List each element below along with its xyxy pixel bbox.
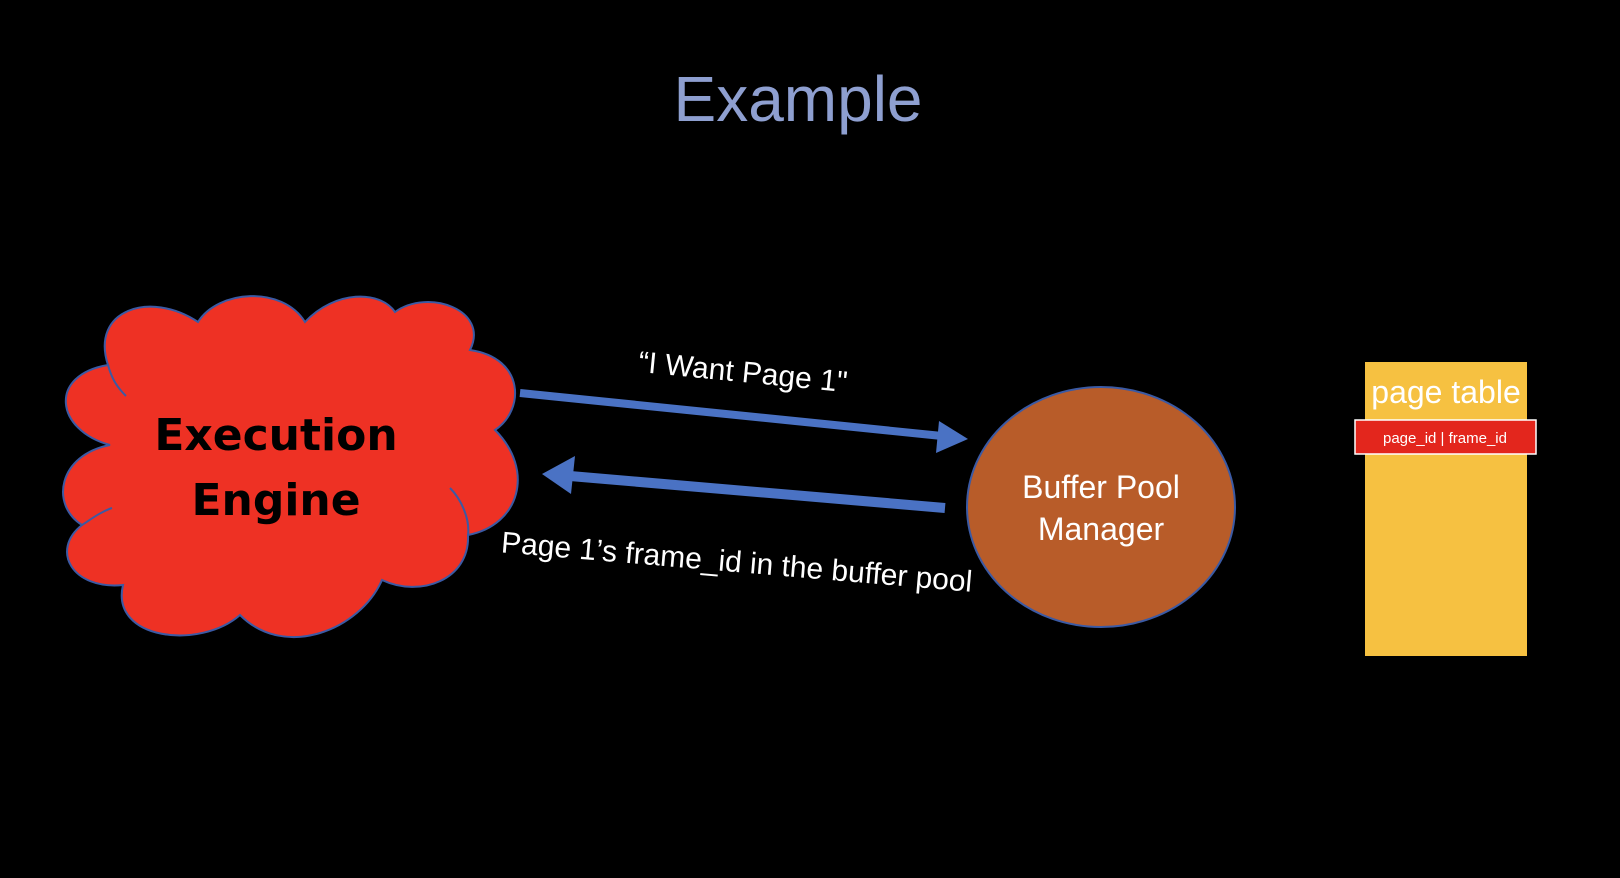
page-table-title: page table bbox=[1371, 374, 1520, 410]
buffer-pool-manager-label-line2: Manager bbox=[1038, 511, 1165, 547]
page-table-body bbox=[1365, 362, 1527, 656]
request-arrow-shaft bbox=[519, 389, 943, 440]
slide-title: Example bbox=[674, 63, 923, 135]
buffer-pool-manager-ellipse bbox=[966, 386, 1236, 628]
page-table-header-row-label: page_id | frame_id bbox=[1383, 430, 1507, 447]
response-arrow bbox=[542, 456, 946, 513]
execution-engine-cloud: Execution Engine bbox=[62, 295, 519, 639]
response-arrow-shaft bbox=[569, 471, 946, 513]
request-message-label: “I Want Page 1" bbox=[637, 346, 849, 399]
page-table-header-row bbox=[1354, 419, 1537, 455]
cloud-shape bbox=[62, 295, 519, 639]
buffer-pool-manager: Buffer Pool Manager bbox=[966, 386, 1236, 628]
response-message-label: Page 1’s frame_id in the buffer pool bbox=[500, 526, 974, 598]
cloud-inner-bump-3 bbox=[107, 364, 127, 397]
execution-engine-label-line1: Execution bbox=[154, 410, 397, 461]
response-arrow-head-icon bbox=[542, 456, 575, 494]
cloud-inner-bump-2 bbox=[449, 487, 470, 536]
page-table: page table page_id | frame_id bbox=[1354, 362, 1537, 656]
request-arrow-head-icon bbox=[936, 421, 968, 453]
request-arrow bbox=[519, 389, 968, 453]
buffer-pool-manager-label-line1: Buffer Pool bbox=[1022, 469, 1180, 505]
cloud-inner-bump-1 bbox=[81, 507, 113, 526]
execution-engine-label-line2: Engine bbox=[191, 475, 360, 526]
